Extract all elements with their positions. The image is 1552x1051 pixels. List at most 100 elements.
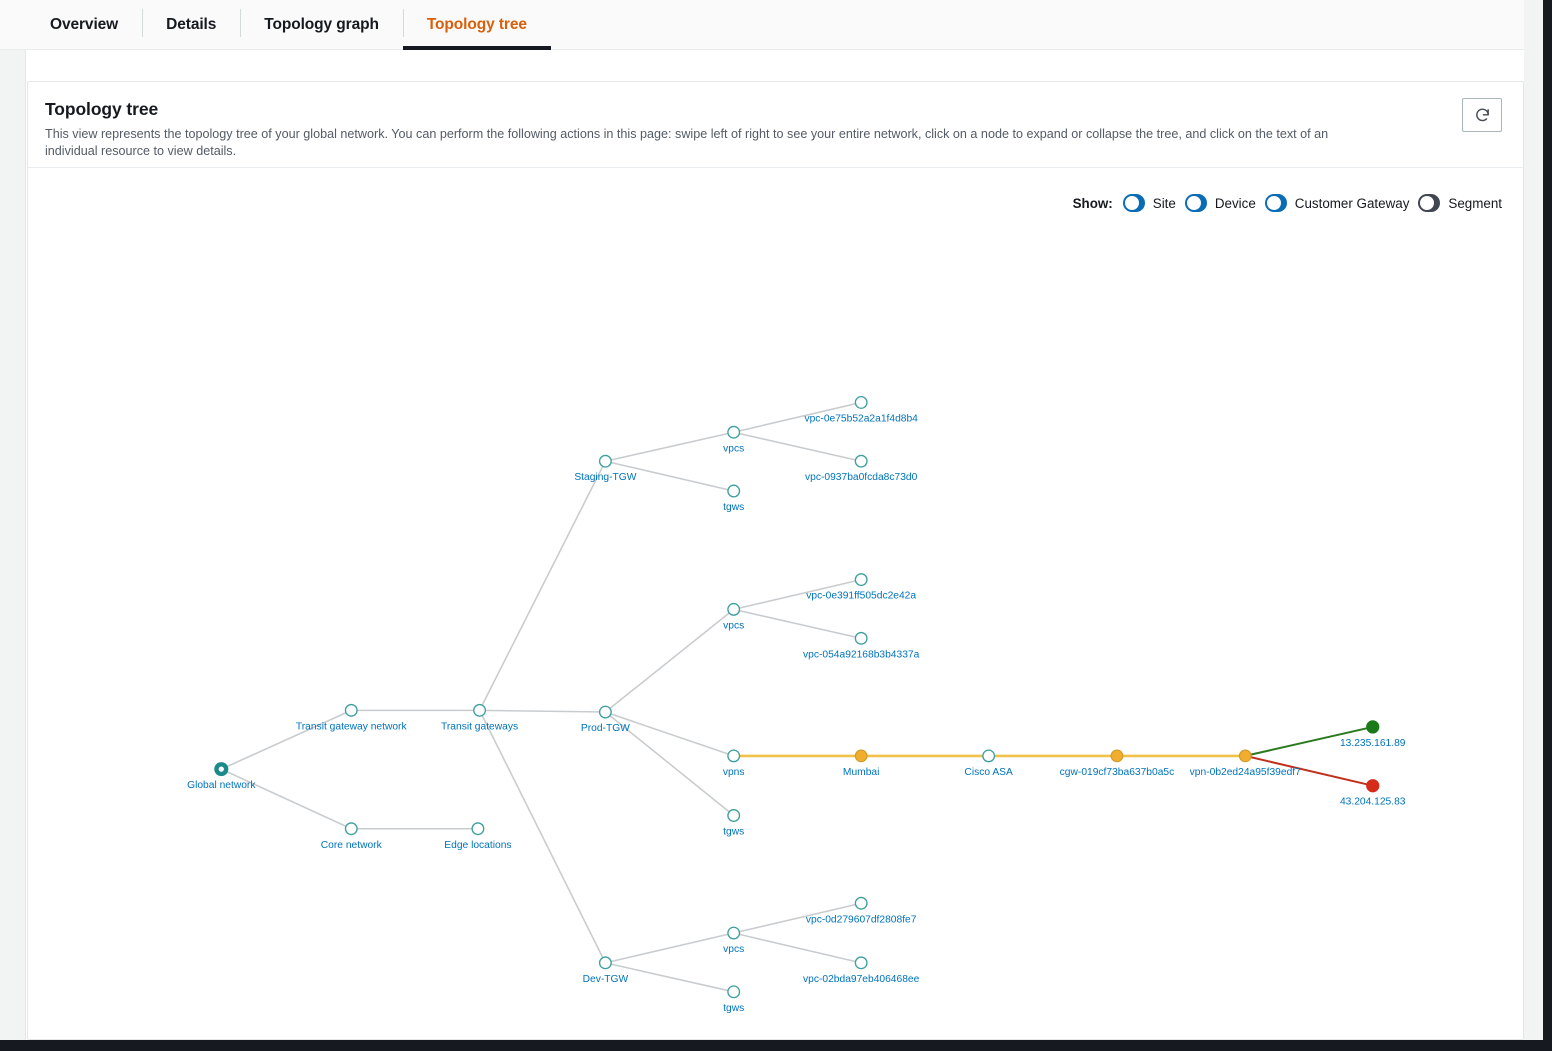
edge-dev-tgw--dev-vpcs [605,932,734,964]
node-core-network[interactable] [344,822,358,836]
node-ip-13-235-161-89[interactable] [1366,720,1380,734]
toggle-site[interactable] [1122,194,1145,212]
node-transit-gateways[interactable] [473,703,487,717]
node-label-cisco-asa[interactable]: Cisco ASA [964,767,1013,778]
page-title: Topology tree [45,99,159,119]
node-global-network-center [218,766,224,772]
node-dev-tgws[interactable] [727,985,741,999]
node-staging-tgw[interactable] [598,454,612,468]
tab-topology-graph[interactable]: Topology graph [240,0,403,49]
node-label-prod-tgw[interactable]: Prod-TGW [581,723,630,734]
toggle-device[interactable] [1184,194,1207,212]
edge-transit-gateways--dev-tgw [478,710,607,964]
node-vpc-0e75b52a2a1f4d8b4[interactable] [854,395,868,409]
node-label-transit-gateway-network[interactable]: Transit gateway network [296,721,408,732]
topology-tree-card: Topology tree This view represents the t… [27,81,1524,1040]
right-chrome-strip [1543,0,1552,1051]
node-vpn-0b2ed24a95f39edf7[interactable] [1238,749,1252,763]
bottom-chrome-strip [0,1040,1552,1051]
labels-layer[interactable]: Global network Transit gateway network Tra… [187,413,1406,1013]
edge-global-network--transit-gateway-network [220,709,352,770]
node-staging-tgws[interactable] [727,484,741,498]
node-dev-vpcs[interactable] [727,926,741,940]
tab-overview[interactable]: Overview [50,15,119,33]
show-toggle-group-device: Device [1184,194,1256,212]
node-label-global-network[interactable]: Global network [187,780,256,791]
node-label-staging-tgw[interactable]: Staging-TGW [574,472,636,483]
node-cisco-asa[interactable] [982,749,996,763]
node-transit-gateway-network[interactable] [344,703,358,717]
node-label-staging-vpcs[interactable]: vpcs [723,443,744,454]
node-edge-locations[interactable] [471,822,485,836]
nodes-layer[interactable] [214,395,1380,999]
node-label-vpn-0b2ed24a95f39edf7[interactable]: vpn-0b2ed24a95f39edf7 [1190,767,1301,778]
node-label-vpc-0937ba0fcda8c73d0[interactable]: vpc-0937ba0fcda8c73d0 [805,472,918,483]
toggle-knob [1420,196,1435,210]
toggle-label-customer-gateway: Customer Gateway [1294,195,1410,211]
node-label-prod-vpns[interactable]: vpns [723,767,745,778]
toggle-label-segment: Segment [1448,195,1502,211]
edge-dev-vpcs--vpc-02bda97eb406468ee [733,932,862,964]
node-dev-tgw[interactable] [598,956,612,970]
node-prod-vpns[interactable] [727,749,741,763]
toggle-label-site: Site [1152,195,1176,211]
node-label-ip-13-235-161-89[interactable]: 13.235.161.89 [1340,738,1406,749]
node-label-staging-tgws[interactable]: tgws [723,502,744,513]
edge-prod-vpcs--vpc-054a92168b3b4337a [733,608,862,640]
node-label-prod-tgws[interactable]: tgws [723,827,744,838]
node-staging-vpcs[interactable] [727,425,741,439]
toggle-segment[interactable] [1418,194,1441,212]
node-label-mumbai[interactable]: Mumbai [843,767,879,778]
node-label-dev-tgw[interactable]: Dev-TGW [583,974,629,985]
right-page-gutter [1524,0,1543,1040]
refresh-button[interactable] [1462,98,1502,132]
edge-transit-gateways--prod-tgw [479,709,606,713]
node-label-dev-vpcs[interactable]: vpcs [723,944,744,955]
toggle-knob [1266,196,1281,210]
node-vpc-054a92168b3b4337a[interactable] [854,631,868,645]
edge-dev-vpcs--vpc-0d279607df2808fe7 [733,902,862,934]
node-label-transit-gateways[interactable]: Transit gateways [441,721,518,732]
node-ip-43-204-125-83[interactable] [1366,779,1380,793]
edge-transit-gateways--staging-tgw [478,460,607,711]
toggle-knob [1124,196,1139,210]
edge-staging-vpcs--vpc-0937ba0fcda8c73d0 [733,431,862,462]
node-label-edge-locations[interactable]: Edge locations [444,840,511,851]
node-label-prod-vpcs[interactable]: vpcs [723,620,744,631]
edge-dev-tgw--dev-tgws [605,962,734,993]
show-toggle-group-site: Site [1122,194,1176,212]
tab-topology-tree[interactable]: Topology tree [402,0,551,50]
tab-details[interactable]: Details [142,0,240,49]
node-cgw-019cf73ba637b0a5c[interactable] [1110,749,1124,763]
node-prod-tgws[interactable] [727,809,741,822]
node-label-vpc-0e391ff505dc2e42a[interactable]: vpc-0e391ff505dc2e42a [806,591,916,602]
topology-tree-svg[interactable]: Global network Transit gateway network Tra… [28,169,1523,1039]
node-label-cgw-019cf73ba637b0a5c[interactable]: cgw-019cf73ba637b0a5c [1060,767,1175,778]
toggle-customer-gateway[interactable] [1264,194,1287,212]
node-label-vpc-0d279607df2808fe7[interactable]: vpc-0d279607df2808fe7 [806,914,917,925]
node-vpc-02bda97eb406468ee[interactable] [854,956,868,970]
node-vpc-0d279607df2808fe7[interactable] [854,896,868,910]
node-label-vpc-0e75b52a2a1f4d8b4[interactable]: vpc-0e75b52a2a1f4d8b4 [804,413,918,424]
refresh-icon [1474,107,1491,124]
node-label-vpc-02bda97eb406468ee[interactable]: vpc-02bda97eb406468ee [803,974,920,985]
edge-global-network--core-network [220,768,352,830]
show-toggle-group-customer-gateway: Customer Gateway [1264,194,1410,212]
node-prod-tgw[interactable] [598,705,612,719]
node-label-ip-43-204-125-83[interactable]: 43.204.125.83 [1340,797,1406,808]
node-label-vpc-054a92168b3b4337a[interactable]: vpc-054a92168b3b4337a [803,649,920,660]
edge-prod-tgw--prod-vpcs [604,608,735,713]
topology-graph-canvas[interactable]: Global network Transit gateway network Tra… [28,169,1523,1039]
node-label-dev-tgws[interactable]: tgws [723,1003,744,1014]
edge-staging-tgw--staging-vpcs [605,431,734,462]
node-label-core-network[interactable]: Core network [321,840,383,851]
node-prod-vpcs[interactable] [727,602,741,616]
node-mumbai[interactable] [854,749,868,763]
node-vpc-0e391ff505dc2e42a[interactable] [854,573,868,587]
node-vpc-0937ba0fcda8c73d0[interactable] [854,454,868,468]
show-toggle-group-segment: Segment [1418,194,1502,212]
toggle-knob [1186,196,1201,210]
